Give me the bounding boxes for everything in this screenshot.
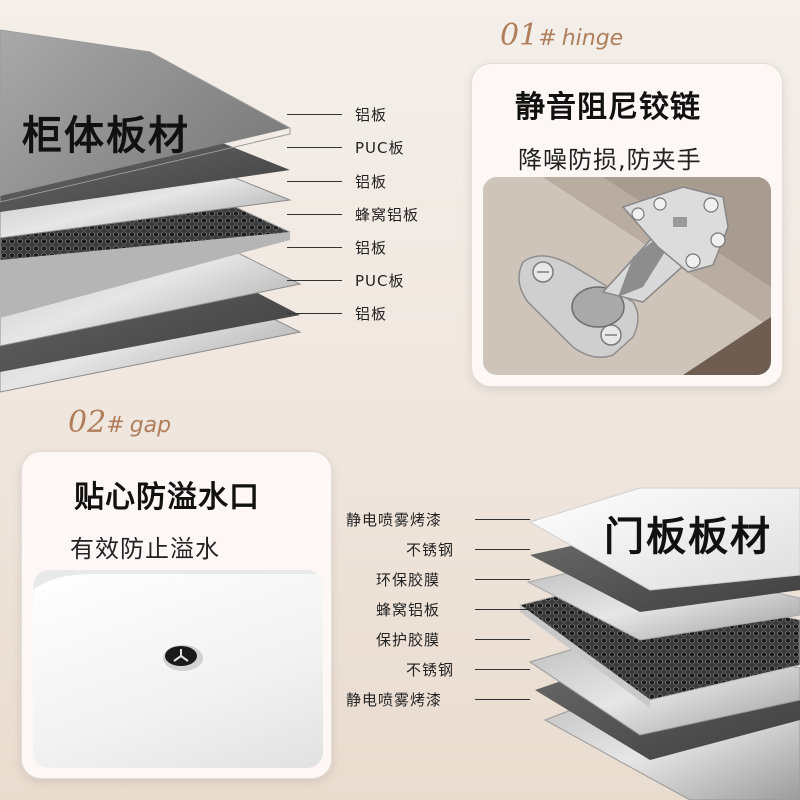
cabinet-layer-label: 蜂窝铝板	[355, 206, 420, 224]
door-title: 门板板材	[604, 514, 772, 560]
cabinet-layer-label: 铝板	[355, 305, 388, 323]
gap-card-subtitle: 有效防止溢水	[70, 535, 220, 563]
gap-section-heading: 02# gap	[68, 405, 171, 440]
door-layer-label: 保护胶膜	[376, 631, 441, 649]
hinge-section-word: hinge	[561, 26, 624, 51]
door-leader-line	[475, 549, 530, 550]
hinge-section-number: 01	[500, 18, 539, 53]
gap-card-title: 贴心防溢水口	[74, 480, 260, 515]
door-layer-label: 不锈钢	[406, 541, 455, 559]
cabinet-leader-line	[287, 147, 342, 148]
hinge-section-symbol: #	[538, 26, 557, 51]
cabinet-layer-label: PUC板	[355, 272, 405, 290]
overflow-hole-icon	[33, 570, 323, 671]
door-leader-line	[475, 639, 530, 640]
cabinet-leader-line	[287, 247, 342, 248]
overflow-basin-photo	[33, 570, 323, 768]
door-leader-line	[475, 579, 530, 580]
door-leader-line	[475, 669, 530, 670]
gap-card: 贴心防溢水口 有效防止溢水	[21, 451, 332, 779]
cabinet-leader-line	[287, 313, 342, 314]
hinge-card-subtitle: 降噪防损,防夹手	[518, 146, 702, 174]
cabinet-leader-line	[287, 280, 342, 281]
door-leader-line	[475, 519, 530, 520]
door-layer-label: 环保胶膜	[376, 571, 441, 589]
hinge-photo	[483, 177, 771, 375]
cabinet-leader-line	[287, 114, 342, 115]
cabinet-layer-label: 铝板	[355, 239, 388, 257]
cabinet-layer-label: 铝板	[355, 106, 388, 124]
cabinet-title: 柜体板材	[22, 113, 190, 159]
door-layer-label: 不锈钢	[406, 661, 455, 679]
door-layer-label: 静电喷雾烤漆	[346, 691, 443, 709]
door-leader-line	[475, 699, 530, 700]
gap-section-word: gap	[129, 413, 172, 438]
hinge-section-heading: 01# hinge	[500, 18, 623, 53]
door-layer-label: 蜂窝铝板	[376, 601, 441, 619]
hinge-illustration	[483, 177, 771, 375]
hinge-card: 静音阻尼铰链 降噪防损,防夹手	[471, 63, 783, 387]
hinge-card-title: 静音阻尼铰链	[515, 90, 701, 125]
door-leader-line	[475, 609, 530, 610]
cabinet-layer-label: PUC板	[355, 139, 405, 157]
cabinet-leader-line	[287, 214, 342, 215]
gap-section-number: 02	[68, 405, 107, 440]
cabinet-layer-label: 铝板	[355, 173, 388, 191]
cabinet-leader-line	[287, 181, 342, 182]
gap-section-symbol: #	[106, 413, 125, 438]
door-layer-label: 静电喷雾烤漆	[346, 511, 443, 529]
